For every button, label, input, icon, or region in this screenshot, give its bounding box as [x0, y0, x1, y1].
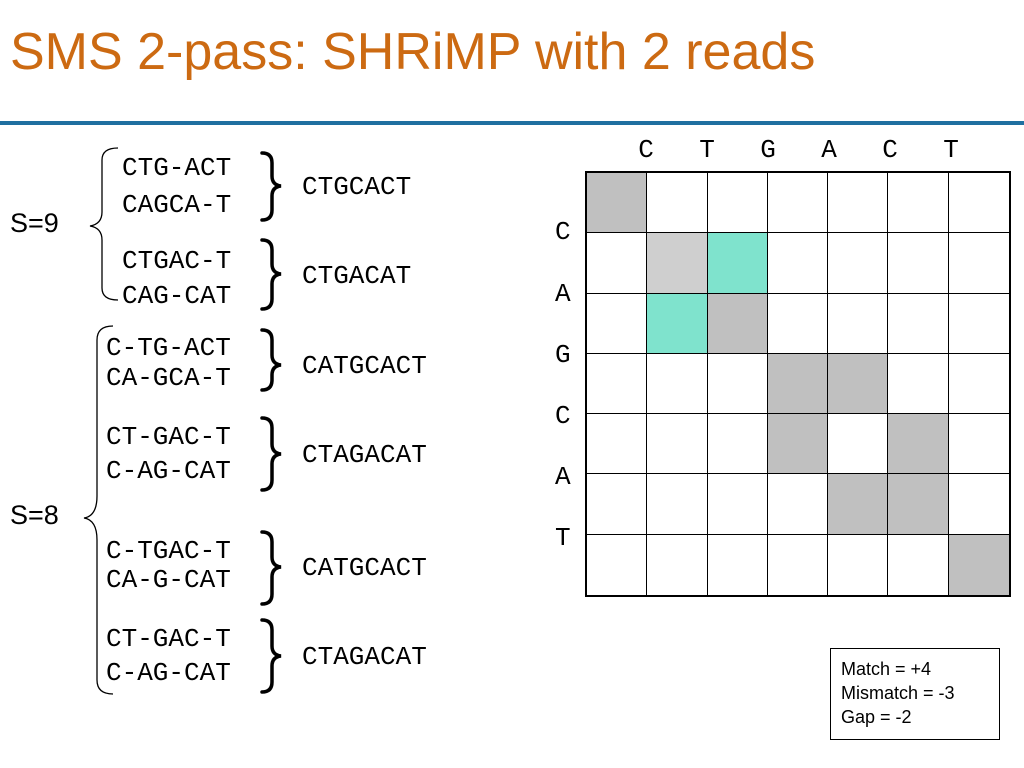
matrix-cell-gray — [888, 414, 949, 475]
matrix-cell-gray — [707, 293, 768, 354]
matrix-cell — [828, 173, 889, 234]
matrix-cell — [587, 353, 648, 415]
matrix-cell-gray — [767, 414, 829, 475]
score-brace-s9 — [89, 147, 119, 301]
matrix-cell — [767, 173, 829, 234]
matrix-cell — [948, 173, 1009, 234]
matrix-cell-gray — [587, 173, 648, 234]
matrix-row-header: A — [555, 462, 571, 492]
read-alignment: CA-G-CAT — [106, 565, 231, 595]
matrix-cell — [888, 173, 949, 234]
score-brace-s8 — [83, 325, 114, 695]
merged-sequence: CATGCACT — [302, 553, 427, 583]
slide-title: SMS 2-pass: SHRiMP with 2 reads — [10, 23, 816, 81]
matrix-cell — [768, 534, 829, 595]
read-alignment: C-AG-CAT — [106, 456, 231, 486]
matrix-cell-lightgray — [647, 233, 708, 294]
merged-sequence: CTGCACT — [302, 172, 412, 202]
matrix-cell — [708, 534, 768, 595]
matrix-cell — [707, 474, 768, 535]
matrix-cell — [767, 474, 829, 535]
matrix-cell — [587, 414, 648, 475]
alignment-matrix — [585, 171, 1011, 597]
read-alignment: CAG-CAT — [122, 281, 232, 311]
matrix-cell — [828, 293, 889, 354]
matrix-cell — [707, 414, 768, 475]
read-alignment: CTGAC-T — [122, 246, 232, 276]
matrix-cell-gray — [888, 474, 949, 535]
matrix-cell — [767, 233, 829, 294]
read-alignment: CT-GAC-T — [106, 422, 231, 452]
score-label: S=8 — [10, 500, 59, 530]
read-alignment: C-TG-ACT — [106, 333, 231, 363]
matrix-row-header: T — [555, 523, 571, 553]
matrix-cell-gray — [948, 534, 1009, 595]
scoring-legend: Match = +4 Mismatch = -3 Gap = -2 — [830, 648, 1000, 740]
matrix-row-header: G — [555, 340, 571, 370]
matrix-column-header: G — [760, 135, 776, 165]
matrix-column-header: C — [882, 135, 898, 165]
matrix-cell — [767, 293, 829, 354]
matrix-cell — [948, 474, 1009, 535]
matrix-cell — [828, 233, 889, 294]
matrix-row-header: C — [555, 401, 571, 431]
matrix-cell-teal — [707, 233, 768, 294]
matrix-cell — [707, 353, 768, 415]
matrix-column-header: A — [821, 135, 837, 165]
matrix-column-header: C — [638, 135, 654, 165]
legend-gap: Gap = -2 — [841, 707, 912, 727]
matrix-cell — [647, 474, 708, 535]
matrix-cell — [587, 233, 648, 294]
matrix-cell-gray — [767, 353, 829, 415]
read-alignment: CAGCA-T — [122, 190, 232, 220]
merged-sequence: CATGCACT — [302, 351, 427, 381]
matrix-cell — [587, 534, 648, 595]
merged-sequence: CTAGACAT — [302, 440, 427, 470]
matrix-cell — [647, 414, 708, 475]
read-alignment: CT-GAC-T — [106, 624, 231, 654]
matrix-row-header: C — [555, 217, 571, 247]
matrix-cell-gray — [828, 353, 889, 415]
matrix-cell — [948, 414, 1009, 475]
read-alignment: CTG-ACT — [122, 153, 232, 183]
matrix-cell — [948, 354, 1009, 415]
legend-mismatch: Mismatch = -3 — [841, 683, 955, 703]
matrix-cell — [828, 534, 889, 595]
matrix-cell — [587, 474, 648, 535]
matrix-cell-teal — [647, 293, 708, 354]
matrix-cell — [707, 173, 768, 234]
title-rule — [0, 121, 1024, 125]
matrix-cell — [587, 293, 648, 354]
matrix-cell — [828, 414, 889, 475]
matrix-cell — [888, 233, 949, 294]
matrix-cell — [888, 353, 949, 415]
matrix-column-header: T — [699, 135, 715, 165]
matrix-cell — [647, 534, 708, 595]
matrix-column-header: T — [943, 135, 959, 165]
merged-sequence: CTAGACAT — [302, 642, 427, 672]
matrix-cell — [948, 233, 1009, 294]
matrix-cell — [888, 293, 949, 354]
read-alignment: C-TGAC-T — [106, 536, 231, 566]
pair-braces — [260, 151, 282, 694]
matrix-cell-gray — [828, 474, 889, 535]
matrix-cell — [647, 353, 708, 415]
score-label: S=9 — [10, 208, 59, 238]
read-alignment: C-AG-CAT — [106, 658, 231, 688]
matrix-row-header: A — [555, 279, 571, 309]
matrix-cell — [948, 294, 1009, 354]
matrix-cell — [888, 534, 949, 595]
legend-match: Match = +4 — [841, 659, 932, 679]
read-alignment: CA-GCA-T — [106, 363, 231, 393]
merged-sequence: CTGACAT — [302, 261, 412, 291]
matrix-cell — [647, 173, 708, 234]
